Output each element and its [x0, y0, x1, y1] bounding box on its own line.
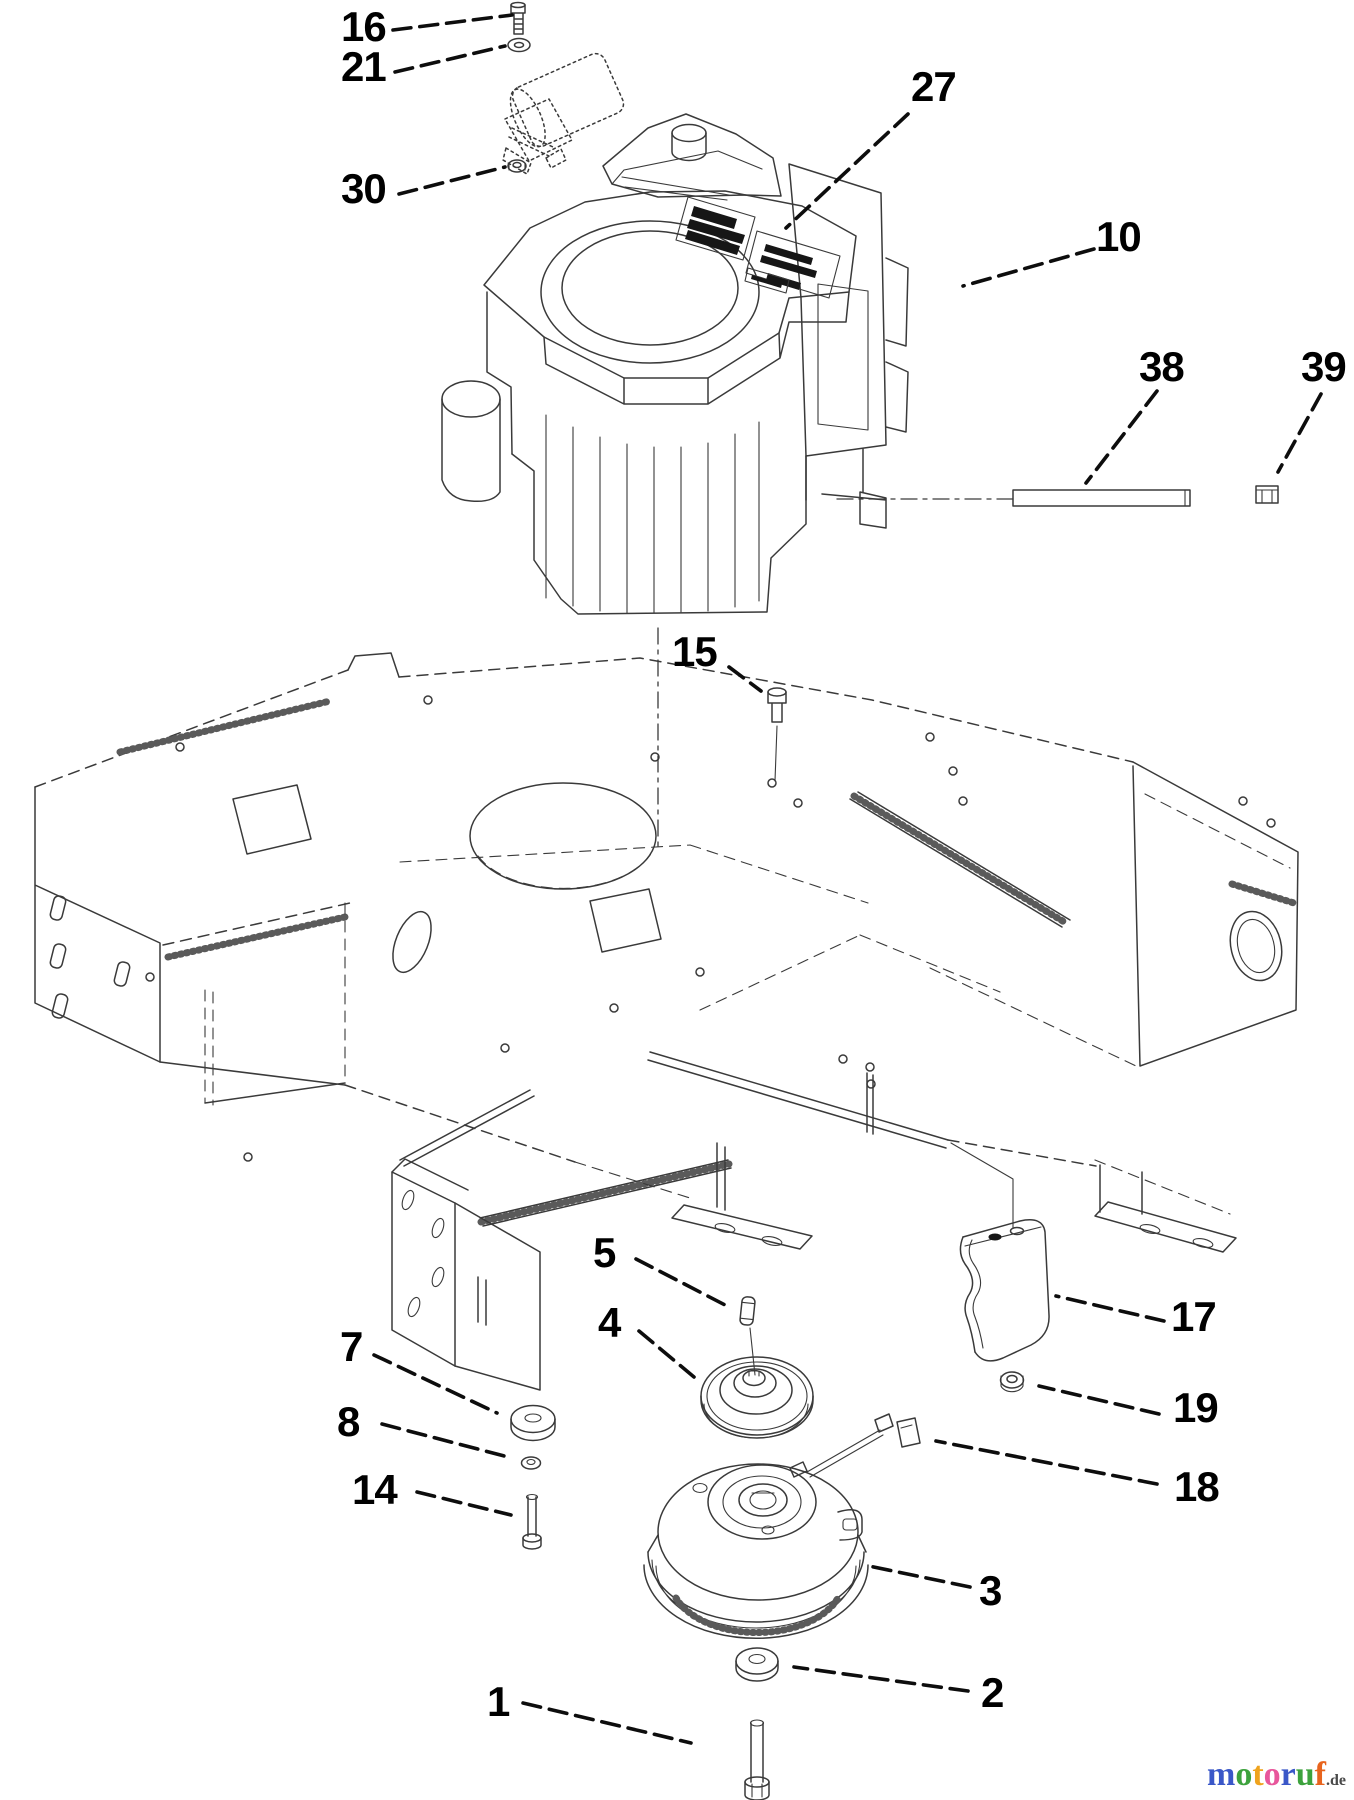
part-30-nut [507, 159, 527, 173]
leader-21 [393, 44, 507, 74]
leader-30 [397, 165, 507, 196]
callout-10: 10 [1096, 213, 1142, 260]
blower-housing-circle [540, 220, 760, 364]
part-17-bracket [950, 1142, 1050, 1362]
leader-10 [961, 247, 1096, 288]
part-19-nut [999, 1371, 1025, 1393]
part-39-nut [1255, 485, 1279, 504]
logo-letter: o [1263, 1756, 1281, 1793]
callout-5: 5 [593, 1229, 616, 1276]
leader-5 [634, 1257, 729, 1308]
leader-16 [391, 13, 514, 32]
part-7-washer [510, 1404, 556, 1442]
callout-14: 14 [352, 1466, 398, 1513]
leader-15 [727, 665, 763, 693]
callout-16: 16 [341, 3, 387, 50]
engine-drawing [441, 113, 909, 853]
callout-38: 38 [1139, 343, 1185, 390]
leader-8 [380, 1422, 514, 1460]
part-21-washer [507, 37, 531, 53]
callout-19: 19 [1173, 1384, 1219, 1431]
leader-2 [792, 1665, 970, 1693]
logo-letter: t [1252, 1756, 1264, 1793]
part-3-clutch [643, 1463, 869, 1640]
callout-1: 1 [487, 1678, 510, 1725]
callout-3: 3 [979, 1567, 1002, 1614]
logo-letter: u [1295, 1756, 1315, 1793]
callout-39: 39 [1301, 343, 1347, 390]
fuel-cap [671, 123, 707, 143]
callout-21: 21 [341, 43, 387, 90]
logo-letter: r [1280, 1756, 1296, 1793]
logo-letter: o [1235, 1756, 1253, 1793]
callout-17: 17 [1171, 1293, 1217, 1340]
callout-30: 30 [341, 165, 387, 212]
logo-letter: f [1314, 1756, 1326, 1793]
leader-7 [372, 1353, 499, 1415]
frame-bolt-holes [145, 695, 968, 1162]
part-1-bolt [744, 1719, 770, 1800]
callout-4: 4 [598, 1299, 621, 1346]
starter-motor-drawing [502, 52, 625, 175]
leader-38 [1084, 389, 1159, 485]
logo-suffix: .de [1326, 1772, 1346, 1789]
cooling-fins [545, 414, 760, 614]
leader-14 [415, 1490, 513, 1517]
leader-lines [372, 13, 1323, 1745]
logo-letter: m [1207, 1756, 1236, 1793]
part-18-connector [789, 1413, 921, 1478]
callout-27: 27 [911, 63, 957, 110]
part-4-pulley [700, 1356, 814, 1439]
part-14-bolt [522, 1493, 542, 1550]
callout-15: 15 [672, 628, 718, 675]
part-16-bolt [510, 1, 526, 35]
engine-warning-label [675, 196, 841, 299]
part-15-bolt [767, 687, 787, 782]
callout-7: 7 [340, 1323, 363, 1370]
leader-27 [784, 112, 910, 230]
callout-2: 2 [981, 1669, 1004, 1716]
part-38-rod [836, 489, 1191, 507]
callout-18: 18 [1174, 1463, 1220, 1510]
leader-3 [867, 1564, 972, 1589]
leader-19 [1037, 1384, 1161, 1416]
callout-8: 8 [337, 1398, 360, 1445]
leader-18 [934, 1439, 1159, 1486]
leader-17 [1054, 1294, 1166, 1323]
leader-4 [637, 1329, 696, 1379]
part-5-key [739, 1296, 756, 1376]
leader-1 [521, 1701, 693, 1745]
motoruf-logo[interactable]: motoruf.de [1207, 1758, 1346, 1792]
part-8-washer [520, 1456, 542, 1470]
logo-letters: motoruf [1207, 1756, 1326, 1793]
leader-39 [1276, 392, 1323, 474]
part-2-washer [735, 1647, 779, 1682]
frame-drawing [34, 652, 1299, 1391]
